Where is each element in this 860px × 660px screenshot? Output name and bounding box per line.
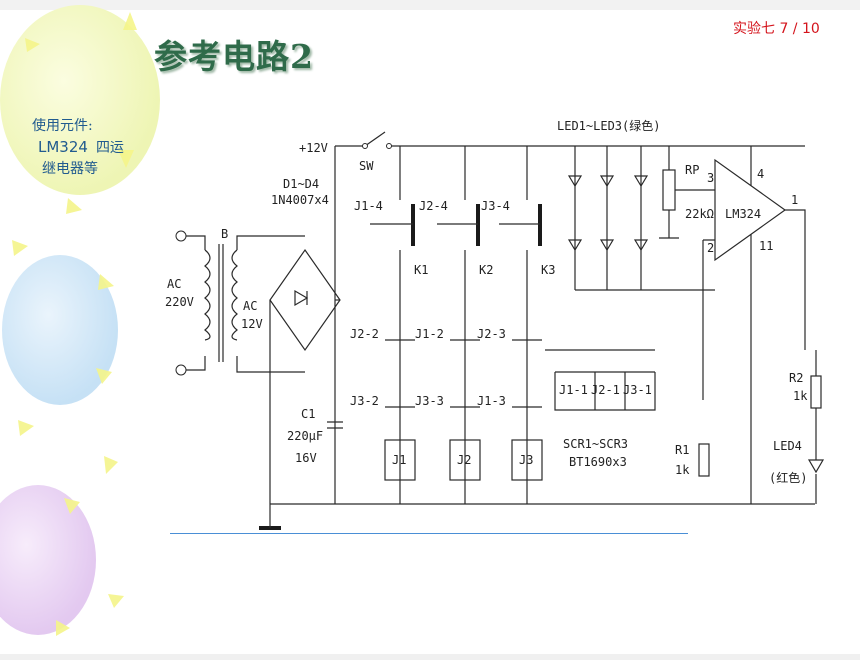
key-label: K3: [541, 263, 555, 277]
page-number: 实验七 7 / 10: [733, 21, 820, 37]
rp-label: RP: [685, 163, 699, 177]
button-label: J1-4: [354, 199, 383, 213]
purple-balloon: [0, 485, 96, 635]
ac-in-label: AC: [167, 277, 181, 291]
relay-label: J2: [457, 453, 471, 467]
bridge-part-label: 1N4007x4: [271, 193, 329, 207]
bridge-label: D1~D4: [283, 177, 319, 191]
slide-top-bar: [0, 0, 860, 10]
contact-label: J2-2: [350, 327, 379, 341]
scr-contact-label: J1-1: [559, 383, 588, 397]
transformer-label: B: [221, 227, 228, 241]
pin-vcc-label: 4: [757, 167, 764, 181]
slide-bottom-bar: [0, 654, 860, 660]
ac-out-label: AC: [243, 299, 257, 313]
yellow-balloon: [0, 5, 160, 195]
button-label: J3-4: [481, 199, 510, 213]
rp-value-label: 22kΩ: [685, 207, 714, 221]
r1-value-label: 1k: [675, 463, 690, 477]
ac-out-voltage-label: 12V: [241, 317, 263, 331]
key-label: K1: [414, 263, 428, 277]
led-group-label: LED1~LED3(绿色): [557, 118, 660, 133]
r2-label: R2: [789, 371, 803, 385]
contact-label: J3-3: [415, 394, 444, 408]
pin-out-label: 1: [791, 193, 798, 207]
relay-label: J1: [392, 453, 406, 467]
contact-label: J1-2: [415, 327, 444, 341]
components-rest: 四运: [95, 140, 124, 156]
components-note: 使用元件: LM324 四运 继电器等: [32, 116, 162, 180]
key-label: K2: [479, 263, 493, 277]
contact-label: J2-3: [477, 327, 506, 341]
opamp-label: LM324: [725, 207, 761, 221]
relay-label: J3: [519, 453, 533, 467]
supply-label: +12V: [299, 141, 328, 155]
scr-label: SCR1~SCR3: [563, 437, 628, 451]
components-line1: LM324 四运: [32, 137, 162, 159]
slide-title: 参考电路2: [154, 37, 314, 76]
button-label: J2-4: [419, 199, 448, 213]
scr-contact-label: J3-1: [623, 383, 652, 397]
components-line2: 继电器等: [42, 161, 98, 177]
cap-value-label: 220µF: [287, 429, 323, 443]
components-chip: LM324: [38, 138, 88, 156]
scr-contact-label: J2-1: [591, 383, 620, 397]
switch-label: SW: [359, 159, 374, 173]
contact-label: J1-3: [477, 394, 506, 408]
scr-part-label: BT1690x3: [569, 455, 627, 469]
ac-in-voltage-label: 220V: [165, 295, 194, 309]
cap-voltage-label: 16V: [295, 451, 317, 465]
pin-minus-label: 2: [707, 241, 714, 255]
sparkle-icons: [12, 12, 137, 636]
cap-label: C1: [301, 407, 315, 421]
pin-plus-label: 3: [707, 171, 714, 185]
r2-value-label: 1k: [793, 389, 808, 403]
led4-label: LED4: [773, 439, 802, 453]
contact-label: J3-2: [350, 394, 379, 408]
components-label: 使用元件:: [32, 118, 93, 134]
diagram-baseline: [170, 533, 688, 534]
pin-gnd-label: 11: [759, 239, 773, 253]
led4-color-label: (红色): [769, 470, 807, 485]
blue-balloon: [2, 255, 118, 405]
r1-label: R1: [675, 443, 689, 457]
